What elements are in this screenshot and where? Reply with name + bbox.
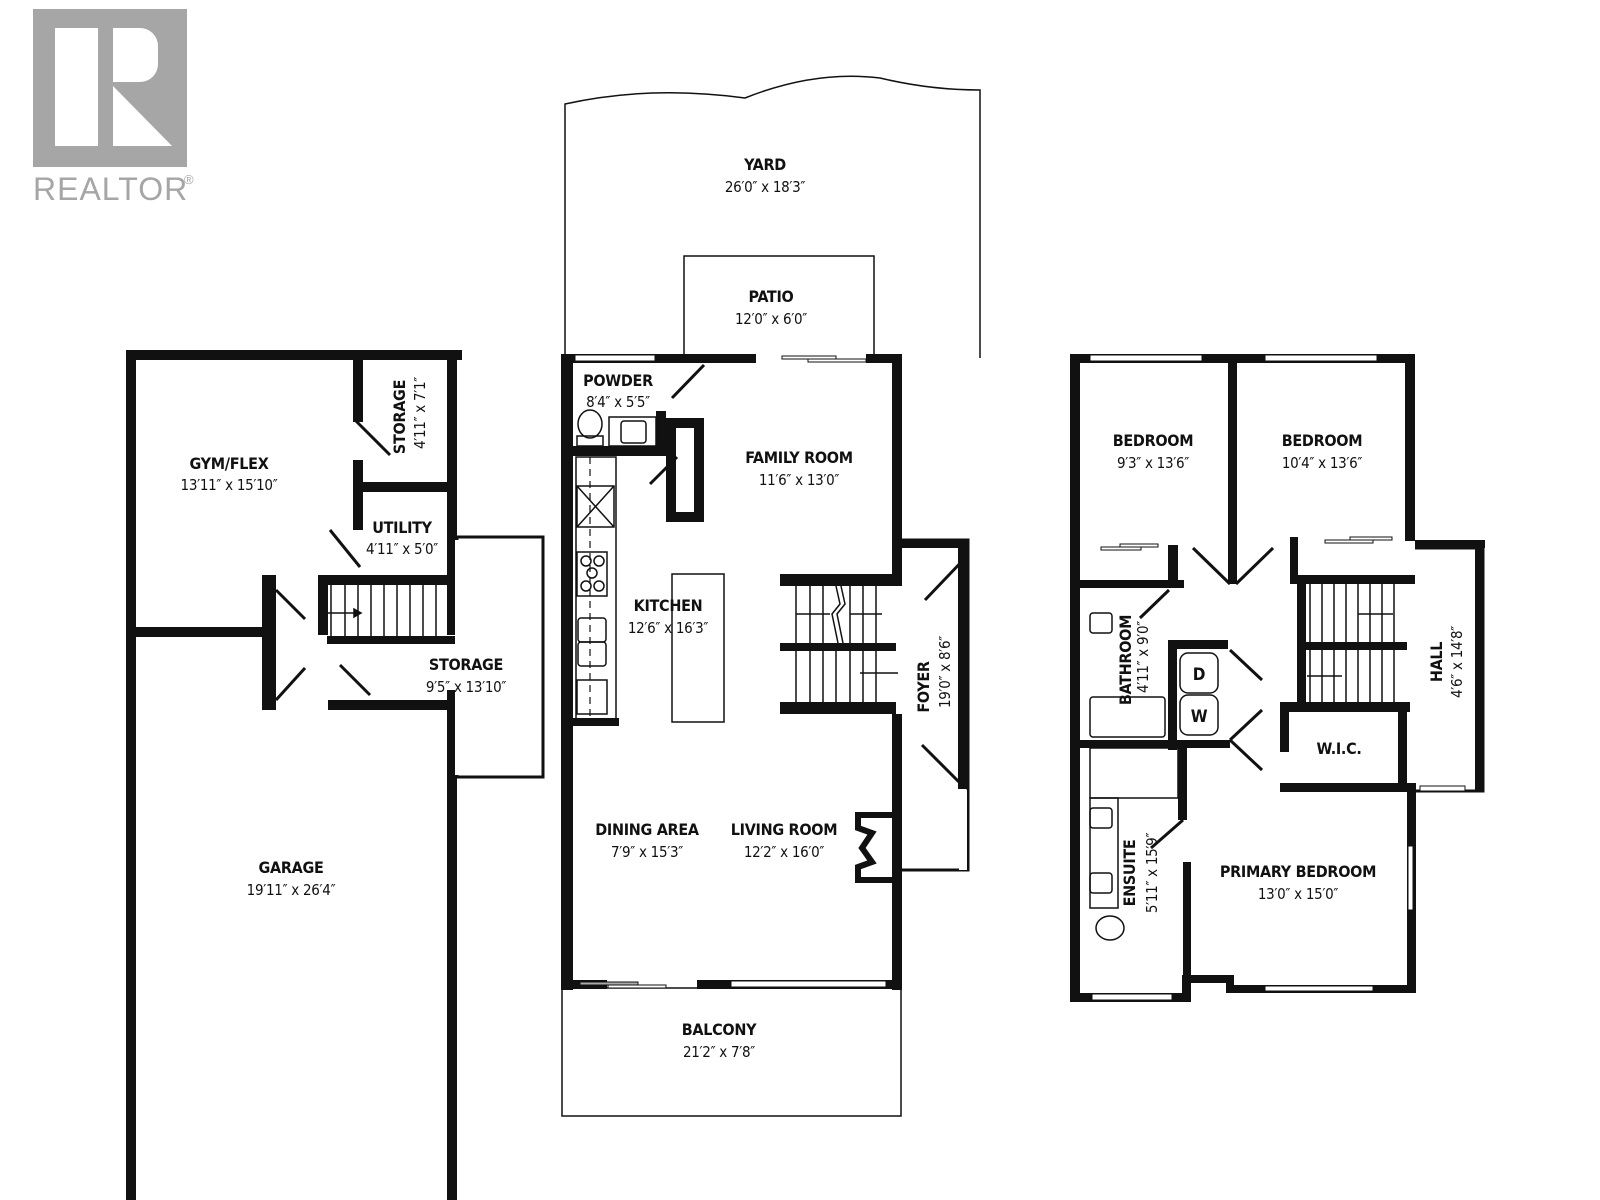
room-label-storage-large: STORAGE <box>429 655 503 674</box>
room-label-garage: GARAGE <box>258 858 323 877</box>
room-dims-utility: 4′11″ x 5′0″ <box>366 540 438 558</box>
room-label-wic: W.I.C. <box>1316 739 1361 758</box>
room-dims-family-room: 11′6″ x 13′0″ <box>759 471 840 489</box>
room-dims-storage-small: 4′11″ x 7′1″ <box>411 377 429 449</box>
room-label-storage-small: STORAGE <box>390 380 409 454</box>
room-label-powder: POWDER <box>583 371 653 390</box>
room-dims-primary-bedroom: 13′0″ x 15′0″ <box>1258 885 1339 903</box>
room-label-hall: HALL <box>1427 642 1446 682</box>
room-label-bedroom-2: BEDROOM <box>1282 431 1363 450</box>
room-label-dining-area: DINING AREA <box>595 820 700 839</box>
room-label-utility: UTILITY <box>372 518 432 537</box>
room-dims-garage: 19′11″ x 26′4″ <box>247 881 336 899</box>
room-label-family-room: FAMILY ROOM <box>745 448 853 467</box>
upper-stairs <box>1307 584 1395 702</box>
room-label-ensuite: ENSUITE <box>1120 840 1139 907</box>
room-dims-bathroom: 4′11″ x 9′0″ <box>1134 621 1152 693</box>
room-label-foyer: FOYER <box>914 661 933 713</box>
room-dims-hall: 4′6″ x 14′8″ <box>1448 626 1466 698</box>
main-floor-plan <box>561 75 981 1117</box>
room-label-primary-bedroom: PRIMARY BEDROOM <box>1220 862 1376 881</box>
room-label-bedroom-1: BEDROOM <box>1113 431 1194 450</box>
main-stairs <box>795 585 898 702</box>
room-dims-storage-large: 9′5″ x 13′10″ <box>426 678 507 696</box>
room-dims-foyer: 19′0″ x 8′6″ <box>936 636 954 708</box>
room-label-kitchen: KITCHEN <box>634 596 703 615</box>
room-dims-bedroom-1: 9′3″ x 13′6″ <box>1117 454 1189 472</box>
room-dims-bedroom-2: 10′4″ x 13′6″ <box>1282 454 1363 472</box>
room-label-gym-flex: GYM/FLEX <box>189 454 268 473</box>
room-label-balcony: BALCONY <box>682 1020 757 1039</box>
room-label-living-room: LIVING ROOM <box>731 820 837 839</box>
realtor-logo: REALTOR ® <box>33 9 194 207</box>
room-dims-kitchen: 12′6″ x 16′3″ <box>628 619 709 637</box>
room-dims-balcony: 21′2″ x 7′8″ <box>683 1043 755 1061</box>
upper-floor-plan: D W <box>1070 354 1485 1002</box>
registered-mark: ® <box>184 172 194 187</box>
realtor-wordmark: REALTOR <box>33 171 188 207</box>
room-dims-yard: 26′0″ x 18′3″ <box>725 178 806 196</box>
room-dims-powder: 8′4″ x 5′5″ <box>586 393 650 411</box>
room-dims-gym-flex: 13′11″ x 15′10″ <box>181 476 278 494</box>
room-label-patio: PATIO <box>749 287 794 306</box>
room-dims-living-room: 12′2″ x 16′0″ <box>744 843 825 861</box>
room-dims-patio: 12′0″ x 6′0″ <box>735 310 807 328</box>
room-label-yard: YARD <box>743 155 786 174</box>
room-dims-dining-area: 7′9″ x 15′3″ <box>611 843 683 861</box>
lower-stairs <box>322 585 437 636</box>
room-label-bathroom: BATHROOM <box>1116 615 1135 705</box>
dryer-label: D <box>1193 665 1205 685</box>
washer-label: W <box>1191 707 1208 727</box>
lower-floor-plan <box>126 350 545 1200</box>
room-dims-ensuite: 5′11″ x 15′9″ <box>1143 833 1161 914</box>
